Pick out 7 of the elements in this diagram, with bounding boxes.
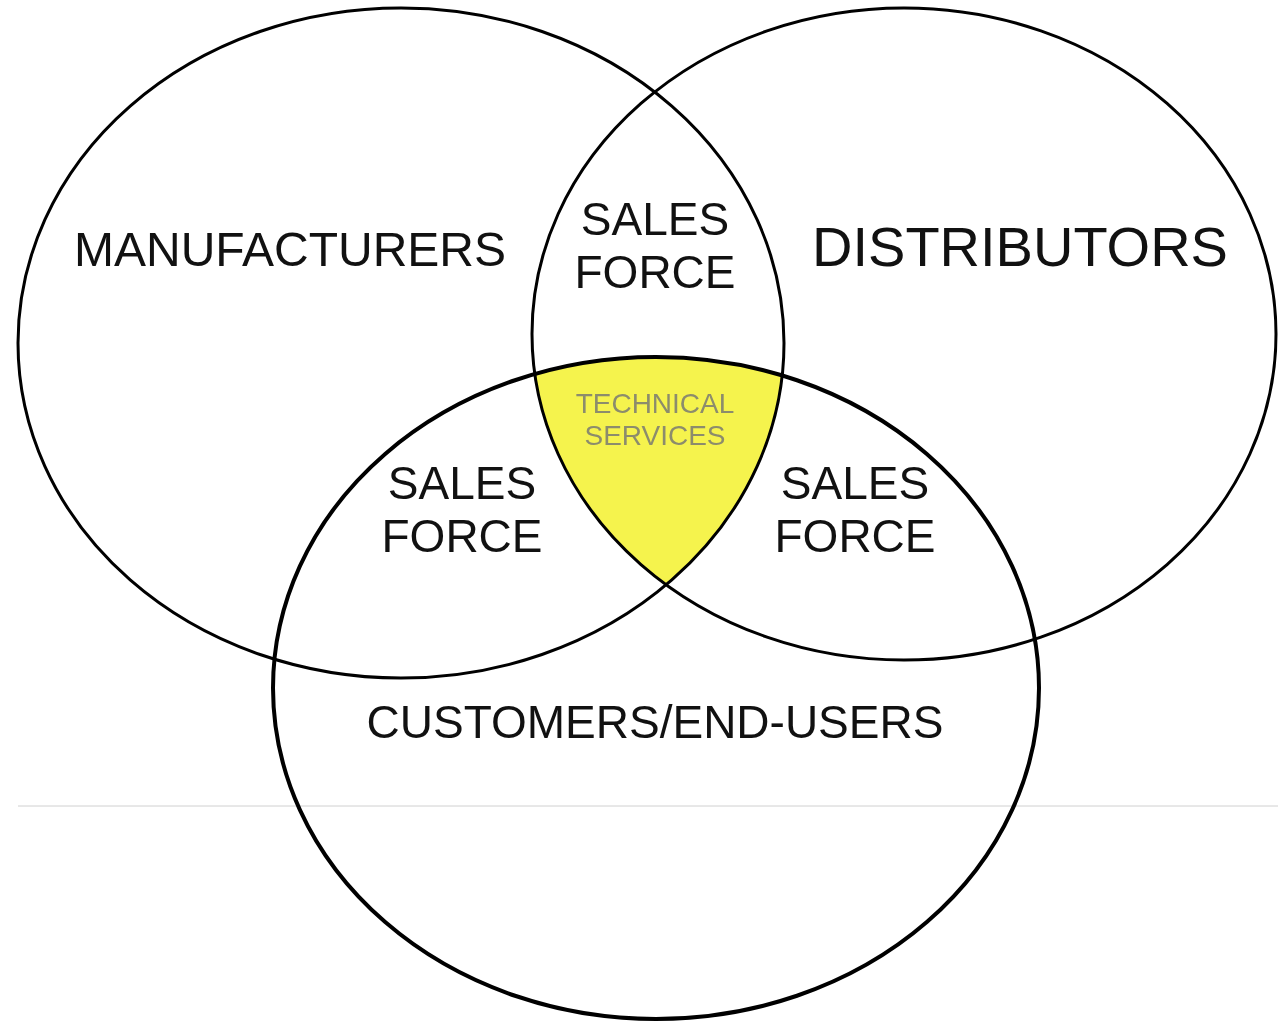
circle-label: MANUFACTURERS [73, 225, 507, 276]
overlap-label: SALES FORCE [773, 457, 937, 563]
overlap-label: TECHNICAL SERVICES [574, 388, 736, 453]
overlap-label: SALES FORCE [573, 193, 737, 299]
circle-label: DISTRIBUTORS [811, 218, 1229, 277]
circle-label: CUSTOMERS/END-USERS [365, 698, 945, 747]
overlap-label: SALES FORCE [380, 457, 544, 563]
